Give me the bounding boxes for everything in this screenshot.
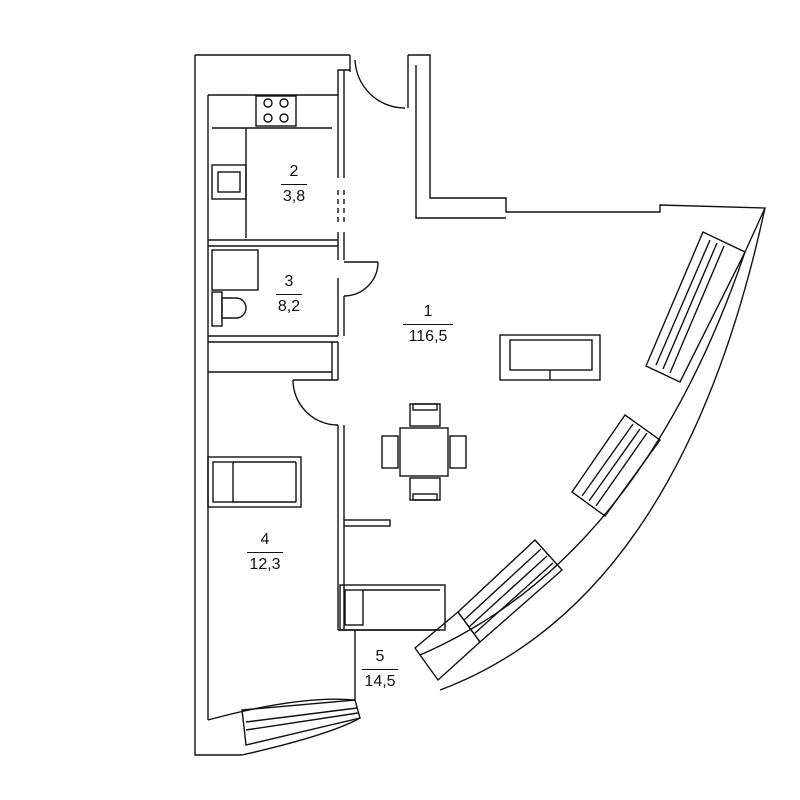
label-divider: [362, 669, 398, 670]
sofa: [499, 334, 601, 381]
entrance-door: [349, 55, 409, 109]
room-area: 14,5: [364, 673, 396, 690]
stove-burners: [263, 98, 289, 123]
room-4-label: 4 12,3: [230, 530, 300, 574]
label-divider: [276, 294, 302, 295]
bathroom-walls: [208, 249, 345, 343]
room-number: 4: [260, 531, 270, 548]
outer-wall: [194, 54, 767, 756]
room-area: 3,8: [282, 188, 306, 205]
room-1-label: 1 116,5: [393, 302, 463, 346]
chairs: [381, 403, 467, 501]
room-number: 5: [375, 648, 385, 665]
label-divider: [281, 184, 307, 185]
room-area: 116,5: [408, 328, 448, 345]
bathroom-door: [343, 261, 379, 297]
curved-windows: [241, 231, 746, 746]
label-divider: [247, 552, 283, 553]
loggia-bench: [339, 584, 446, 631]
kitchen-counter: [211, 95, 332, 238]
label-divider: [403, 324, 453, 325]
room-number: 1: [423, 303, 433, 320]
room-5-label: 5 14,5: [345, 647, 415, 691]
room-area: 8,2: [277, 298, 301, 315]
room-area: 12,3: [249, 556, 281, 573]
room-number: 2: [289, 163, 299, 180]
toilet: [211, 291, 247, 327]
kitchen-walls: [208, 70, 345, 260]
room-3-label: 3 8,2: [254, 272, 324, 316]
bed: [207, 456, 302, 508]
bedroom-door: [292, 379, 339, 426]
room-2-label: 2 3,8: [259, 162, 329, 206]
dining-table: [399, 427, 449, 477]
room-number: 3: [284, 273, 294, 290]
